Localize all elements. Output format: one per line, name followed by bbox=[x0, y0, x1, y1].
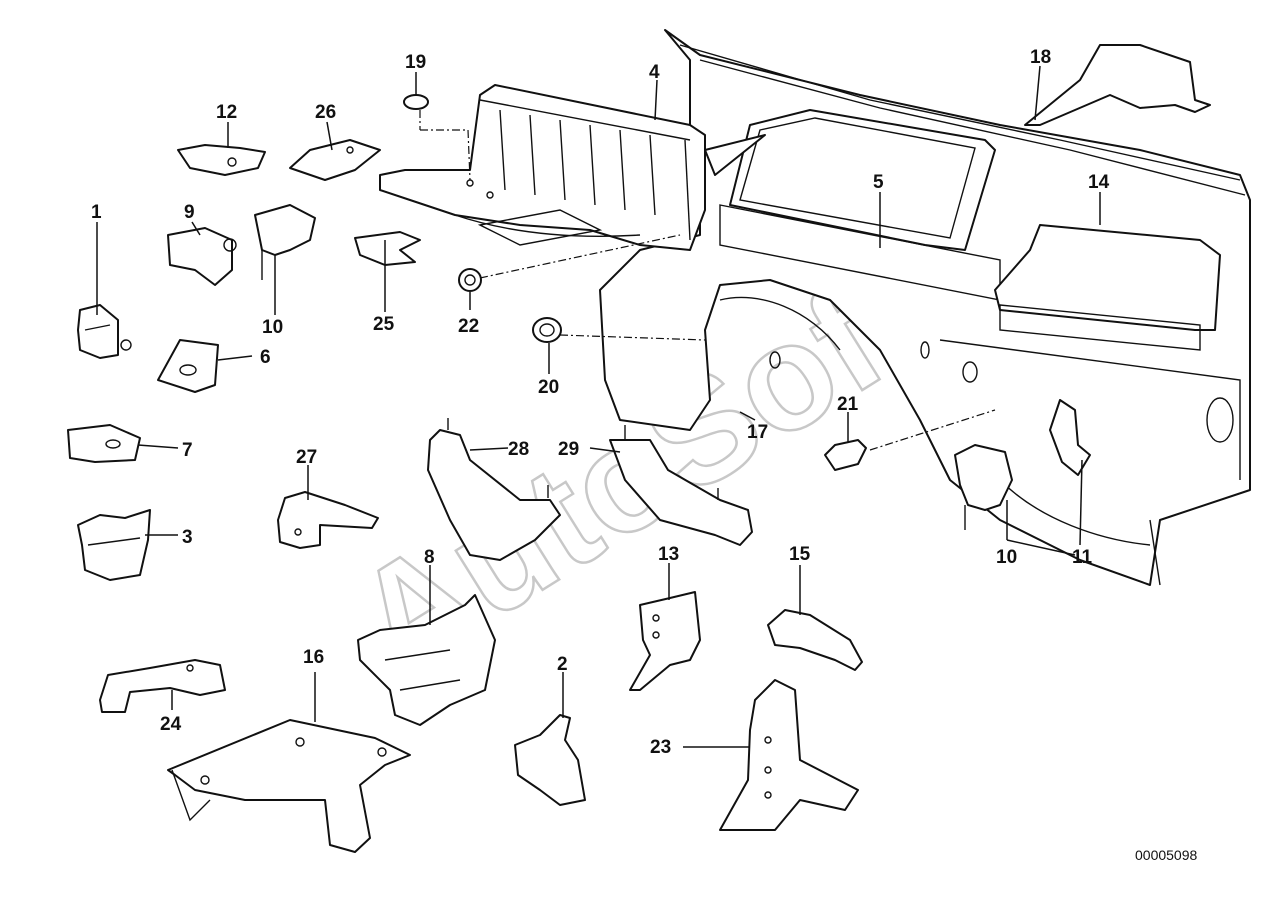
callout-10-right: 10 bbox=[996, 547, 1017, 568]
callout-21: 21 bbox=[837, 394, 859, 415]
plug-part-19 bbox=[403, 94, 429, 110]
callout-7: 7 bbox=[182, 440, 193, 461]
bracket-part-23 bbox=[719, 679, 859, 831]
callout-22: 22 bbox=[458, 316, 479, 337]
cowl-panel-part-4 bbox=[379, 84, 766, 251]
callout-20: 20 bbox=[538, 377, 559, 398]
clip-part-10-left bbox=[254, 204, 316, 280]
bracket-part-8 bbox=[357, 594, 496, 726]
callout-18: 18 bbox=[1030, 47, 1051, 68]
tray-part-16 bbox=[167, 719, 411, 853]
callout-5: 5 bbox=[873, 172, 884, 193]
bracket-part-24 bbox=[99, 659, 226, 713]
callout-15: 15 bbox=[789, 544, 811, 565]
plug-part-21 bbox=[824, 439, 867, 471]
callout-10-left: 10 bbox=[262, 317, 283, 338]
bracket-part-27 bbox=[277, 491, 379, 549]
callout-3: 3 bbox=[182, 527, 193, 548]
grommet-part-22 bbox=[458, 268, 482, 292]
callout-19: 19 bbox=[405, 52, 426, 73]
callout-12: 12 bbox=[216, 102, 237, 123]
callout-24: 24 bbox=[160, 714, 182, 735]
clip-part-2 bbox=[514, 714, 586, 806]
bracket-part-26 bbox=[289, 139, 381, 181]
grommet-part-20 bbox=[532, 317, 562, 343]
callout-2: 2 bbox=[557, 654, 568, 675]
bracket-part-1 bbox=[77, 304, 132, 359]
diagram-reference-number: 00005098 bbox=[1135, 847, 1198, 863]
bracket-part-15 bbox=[767, 609, 863, 671]
callout-1: 1 bbox=[91, 202, 102, 223]
leader-lines bbox=[96, 65, 1101, 748]
callout-28: 28 bbox=[508, 439, 529, 460]
bracket-part-18 bbox=[1024, 44, 1211, 126]
bracket-part-29 bbox=[609, 425, 753, 546]
callout-4: 4 bbox=[649, 62, 660, 83]
clip-part-10-right bbox=[954, 444, 1013, 530]
bracket-part-9 bbox=[167, 227, 237, 286]
callout-23: 23 bbox=[650, 737, 671, 758]
bracket-part-12 bbox=[177, 144, 266, 176]
callout-13: 13 bbox=[658, 544, 679, 565]
clip-part-3 bbox=[77, 509, 151, 581]
clip-part-11 bbox=[1049, 399, 1091, 476]
callout-26: 26 bbox=[315, 102, 336, 123]
firewall-assembly bbox=[599, 29, 1251, 586]
callout-labels: 1 2 3 4 5 6 7 8 9 10 10 11 12 13 14 15 1… bbox=[91, 47, 1110, 758]
clip-part-7 bbox=[67, 424, 141, 463]
bracket-part-6 bbox=[157, 339, 219, 393]
bracket-part-13 bbox=[629, 591, 701, 691]
callout-11: 11 bbox=[1072, 547, 1093, 568]
callout-6: 6 bbox=[260, 347, 271, 368]
callout-29: 29 bbox=[558, 439, 579, 460]
callout-8: 8 bbox=[424, 547, 435, 568]
callout-27: 27 bbox=[296, 447, 317, 468]
callout-14: 14 bbox=[1088, 172, 1110, 193]
callout-9: 9 bbox=[184, 202, 195, 223]
callout-17: 17 bbox=[747, 422, 768, 443]
bracket-part-28 bbox=[427, 418, 561, 561]
callout-25: 25 bbox=[373, 314, 395, 335]
callout-16: 16 bbox=[303, 647, 324, 668]
bracket-part-25 bbox=[354, 231, 421, 266]
